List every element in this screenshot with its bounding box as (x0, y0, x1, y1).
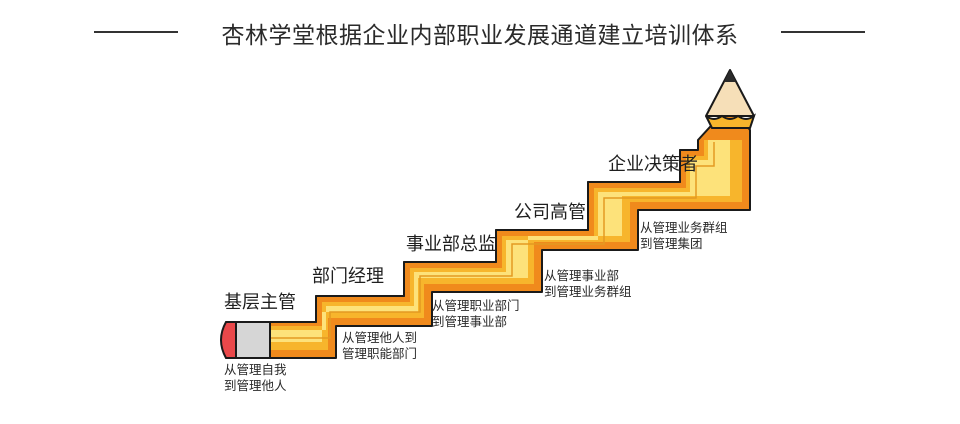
level-label-3: 事业部总监 (406, 234, 496, 255)
level-label-1: 基层主管 (224, 292, 296, 313)
level-desc-3-line-2: 到管理事业部 (432, 314, 508, 329)
pencil-ferrule (235, 321, 271, 359)
level-desc-1-line-2: 到管理他人 (224, 378, 287, 393)
level-desc-5: 从管理业务群组 到管理集团 (640, 220, 728, 252)
level-desc-2-line-1: 从管理他人到 (342, 330, 418, 345)
pencil-wood-tip (705, 69, 755, 117)
level-desc-1-line-1: 从管理自我 (224, 362, 287, 377)
title-bar: 杏林学堂根据企业内部职业发展通道建立培训体系 (0, 0, 960, 60)
level-desc-4-line-2: 到管理业务群组 (544, 284, 632, 299)
title-rule-right (781, 31, 865, 33)
pencil-eraser (220, 321, 237, 359)
page-title: 杏林学堂根据企业内部职业发展通道建立培训体系 (221, 23, 739, 49)
level-label-5: 企业决策者 (608, 154, 698, 175)
level-label-4: 公司高管 (514, 202, 586, 223)
level-desc-2-line-2: 管理职能部门 (342, 346, 418, 361)
level-desc-3: 从管理职业部门 到管理事业部 (432, 298, 520, 330)
level-desc-5-line-1: 从管理业务群组 (640, 220, 728, 235)
level-desc-1: 从管理自我 到管理他人 (224, 362, 287, 394)
level-desc-4-line-1: 从管理事业部 (544, 268, 620, 283)
pencil-outline-top (228, 149, 698, 323)
level-desc-3-line-1: 从管理职业部门 (432, 298, 520, 313)
level-desc-5-line-2: 到管理集团 (640, 236, 703, 251)
title-rule-left (94, 31, 178, 33)
pencil-lead (724, 70, 736, 82)
pencil-tip-scallop (705, 113, 756, 129)
level-label-2: 部门经理 (312, 266, 384, 287)
pencil-stripe (244, 142, 715, 339)
level-desc-2: 从管理他人到 管理职能部门 (342, 330, 417, 362)
level-desc-4: 从管理事业部 到管理业务群组 (544, 268, 632, 300)
